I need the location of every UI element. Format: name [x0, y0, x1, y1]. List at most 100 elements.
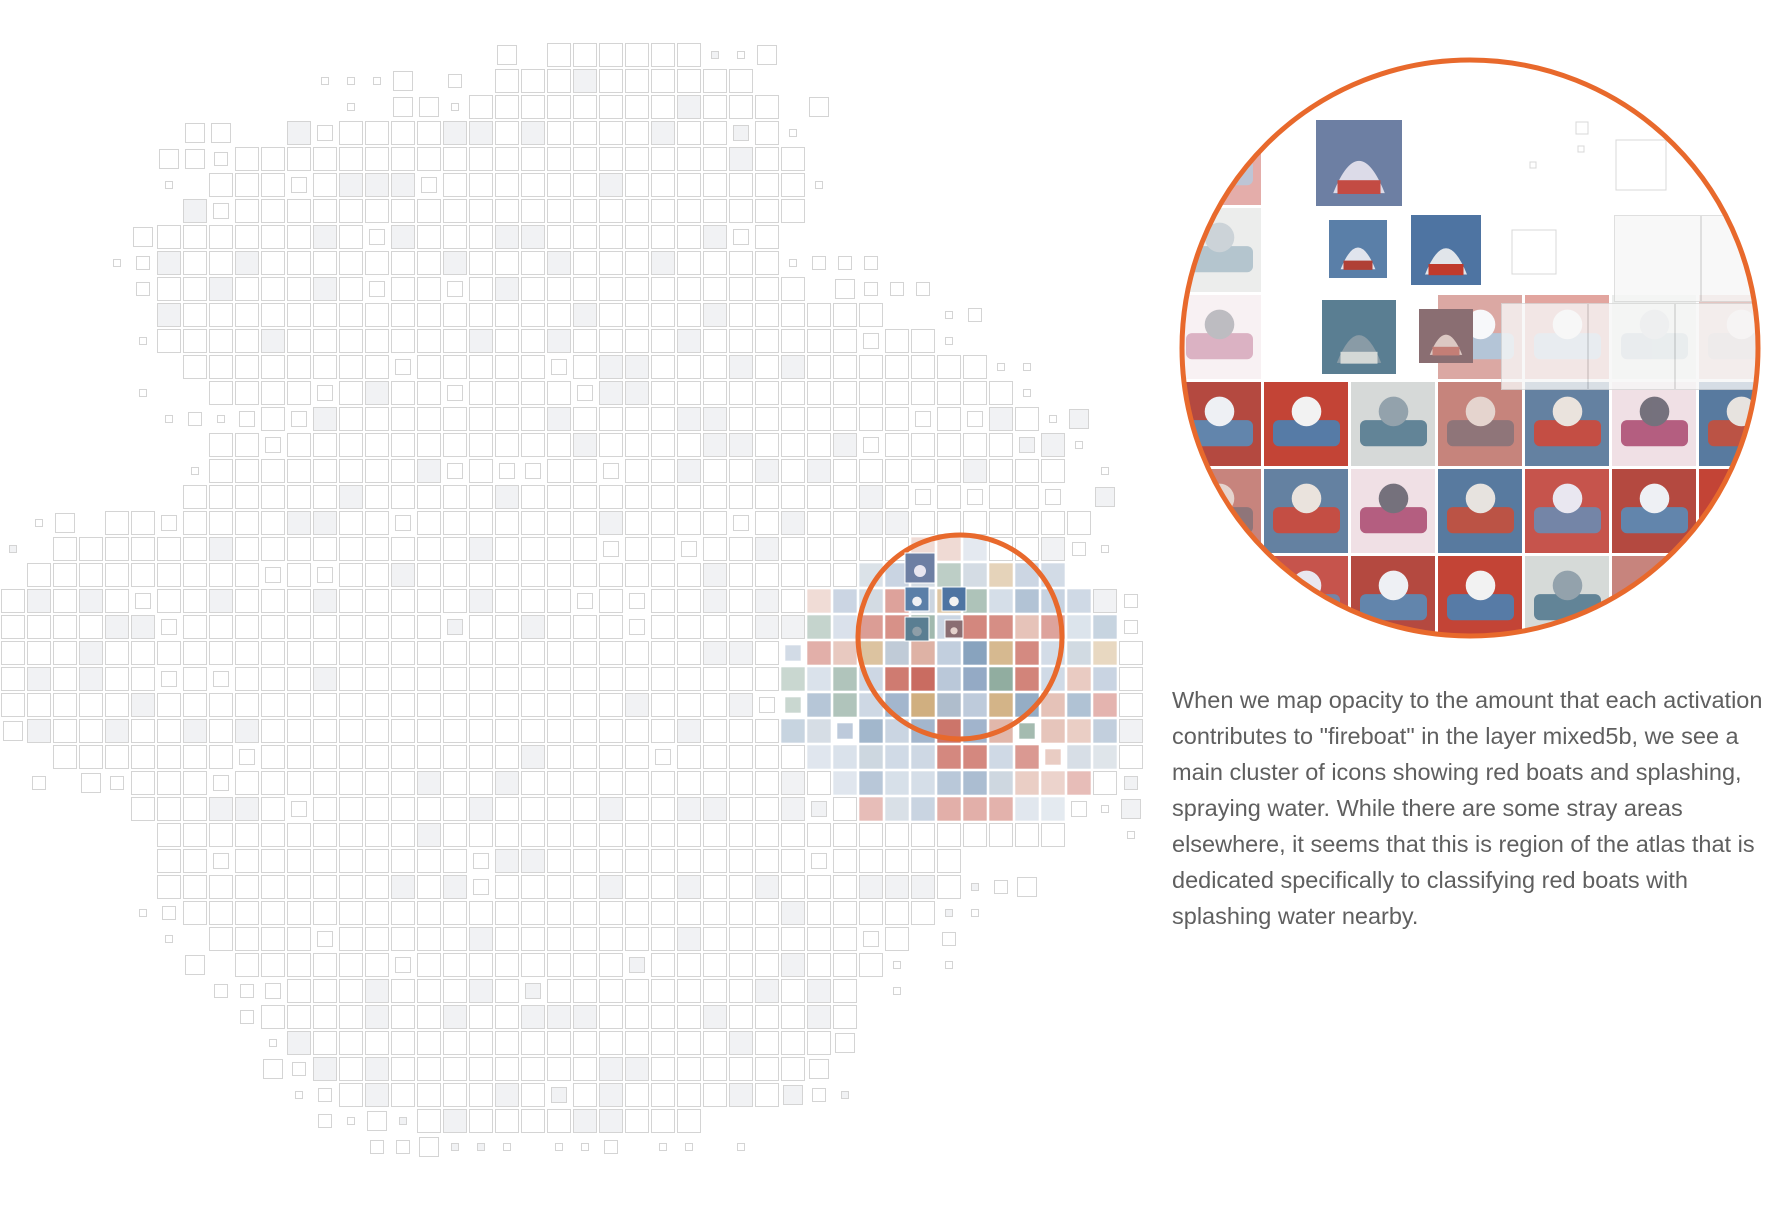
atlas-cell: [1093, 589, 1117, 613]
atlas-cell: [625, 69, 649, 93]
atlas-cell: [677, 381, 701, 405]
atlas-cell: [261, 953, 285, 977]
atlas-cell: [547, 381, 571, 405]
atlas-cell: [521, 667, 545, 691]
atlas-cell: [209, 823, 233, 847]
atlas-cell: [287, 953, 311, 977]
atlas-cell: [651, 953, 675, 977]
atlas-cell: [521, 147, 545, 171]
atlas-cell: [937, 355, 961, 379]
atlas-cell: [157, 745, 181, 769]
atlas-mini-highlight: [912, 626, 922, 637]
atlas-cell-activated: [884, 770, 910, 796]
atlas-cell: [703, 199, 727, 223]
atlas-cell: [599, 1083, 623, 1107]
atlas-cell: [547, 121, 571, 145]
atlas-cell: [339, 1083, 363, 1107]
zoom-tile-border: [1182, 555, 1262, 636]
atlas-cell: [755, 1083, 779, 1107]
atlas-cell: [547, 1057, 571, 1081]
atlas-cell: [573, 719, 597, 743]
atlas-cell: [581, 1143, 589, 1151]
atlas-cell: [677, 355, 701, 379]
atlas-cell: [521, 745, 545, 769]
atlas-cell: [495, 667, 519, 691]
atlas-cell: [755, 173, 779, 197]
atlas-cell: [469, 797, 493, 821]
atlas-cell: [599, 225, 623, 249]
zoom-tile-spray: [1465, 483, 1496, 514]
atlas-cell: [79, 641, 103, 665]
atlas-cell: [729, 147, 753, 171]
atlas-cell: [651, 485, 675, 509]
atlas-cell: [209, 563, 233, 587]
atlas-cell: [157, 641, 181, 665]
atlas-cell: [209, 433, 233, 457]
zoom-tile-spray: [1639, 396, 1670, 427]
atlas-cell: [265, 567, 281, 583]
atlas-cell: [395, 515, 411, 531]
atlas-cell: [213, 203, 229, 219]
atlas-cell: [859, 485, 883, 509]
atlas-cell: [759, 697, 775, 713]
atlas-cell: [443, 251, 467, 275]
atlas-cell: [916, 282, 930, 296]
zoom-tile-fountain-spray-icon: [1524, 468, 1610, 554]
atlas-cell: [495, 875, 519, 899]
atlas-cell: [318, 1114, 332, 1128]
atlas-cell: [625, 927, 649, 951]
atlas-cell: [417, 667, 441, 691]
atlas-cell: [27, 641, 51, 665]
zoom-tile-shape: [1534, 507, 1601, 534]
atlas-cell: [651, 511, 675, 535]
atlas-cell: [365, 1083, 389, 1107]
atlas-cell: [833, 979, 857, 1003]
atlas-cell: [755, 303, 779, 327]
atlas-cell: [339, 251, 363, 275]
atlas-cell: [859, 381, 883, 405]
atlas-cell: [729, 485, 753, 509]
atlas-cell: [495, 1031, 519, 1055]
atlas-cell: [651, 433, 675, 457]
atlas-cell: [625, 1031, 649, 1055]
atlas-cell: [521, 1031, 545, 1055]
atlas-cell: [417, 693, 441, 717]
atlas-cell: [833, 901, 857, 925]
atlas-cell: [989, 823, 1013, 847]
atlas-cell: [729, 771, 753, 795]
atlas-cell: [469, 147, 493, 171]
atlas-cell-activated: [910, 692, 936, 718]
atlas-cell: [469, 719, 493, 743]
atlas-cell: [469, 121, 493, 145]
atlas-cell: [131, 719, 155, 743]
atlas-cell: [573, 641, 597, 665]
atlas-cell: [235, 927, 259, 951]
atlas-cell: [885, 381, 909, 405]
atlas-cell-activated: [884, 640, 910, 666]
atlas-cell: [417, 407, 441, 431]
atlas-cell: [573, 1083, 597, 1107]
atlas-cell: [573, 355, 597, 379]
atlas-cell: [209, 173, 233, 197]
atlas-cell: [417, 771, 441, 795]
atlas-cell: [729, 641, 753, 665]
atlas-cell: [287, 719, 311, 743]
atlas-cell: [521, 121, 545, 145]
atlas-cell-activated: [780, 666, 806, 692]
atlas-cell: [547, 251, 571, 275]
atlas-cell: [261, 771, 285, 795]
figure-caption: When we map opacity to the amount that e…: [1172, 687, 1763, 929]
atlas-cell: [365, 459, 389, 483]
atlas-cell: [651, 43, 675, 67]
atlas-cell: [547, 225, 571, 249]
atlas-cell: [885, 901, 909, 925]
atlas-cell: [859, 407, 883, 431]
atlas-cell: [677, 615, 701, 639]
atlas-cell: [443, 979, 467, 1003]
atlas-cell: [625, 693, 649, 717]
atlas-cell: [391, 173, 415, 197]
atlas-cell-activated: [858, 744, 884, 770]
atlas-cell: [729, 1057, 753, 1081]
atlas-cell: [677, 771, 701, 795]
atlas-cell: [573, 745, 597, 769]
